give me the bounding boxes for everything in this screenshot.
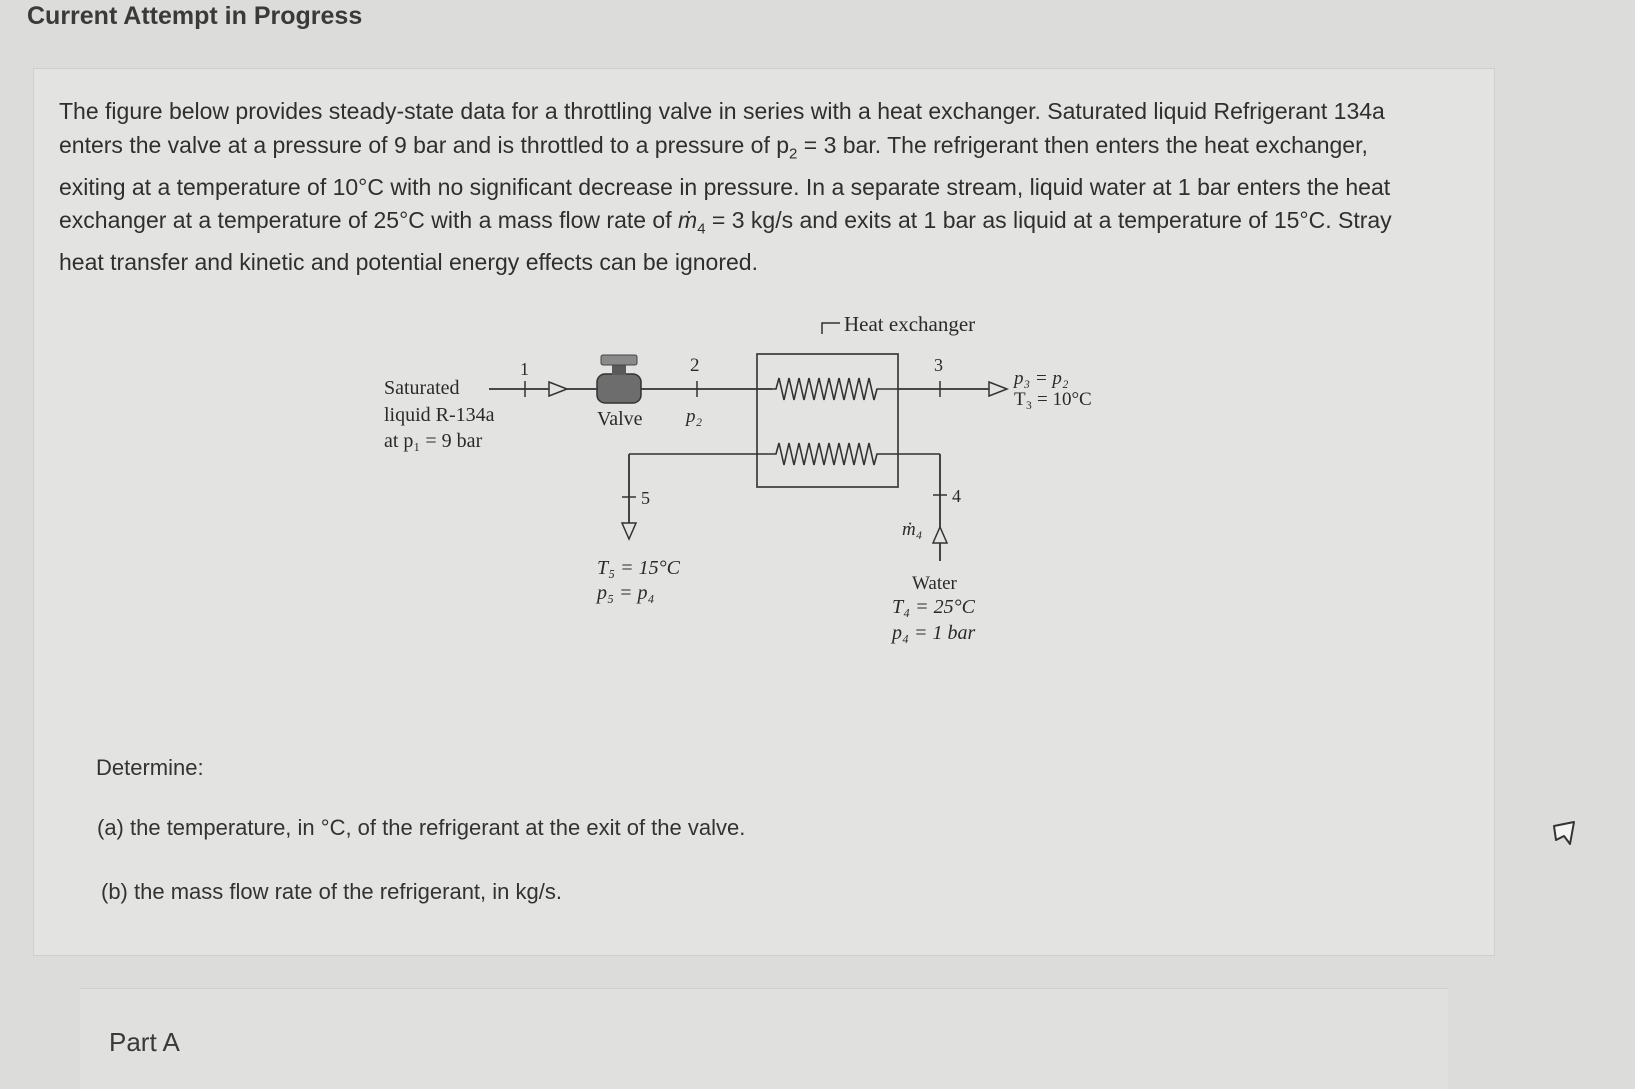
problem-line-2-text-b: = 3 bar. The refrigerant then enters the… (797, 131, 1368, 158)
state4-label: 4 (952, 486, 961, 506)
mdot-symbol: ṁ (678, 207, 698, 234)
problem-line-4-text-b: = 3 kg/s and exits at 1 bar as liquid at… (705, 207, 1392, 234)
determine-item-b: (b) the mass flow rate of the refrigeran… (101, 879, 562, 904)
problem-line-5: heat transfer and kinetic and potential … (59, 249, 758, 276)
hx-label: Heat exchanger (844, 312, 975, 336)
determine-item-a: (a) the temperature, in °C, of the refri… (97, 815, 746, 840)
water-inlet-arrow (931, 525, 949, 544)
state3-label: 3 (934, 355, 943, 375)
system-diagram: Heat exchanger Saturated liquid R-134a a… (384, 312, 1092, 644)
heat-exchanger-box (756, 353, 899, 488)
mdot-subscript: 4 (697, 220, 706, 238)
inlet-arrow (548, 380, 570, 398)
mouse-pointer-icon (1553, 821, 1575, 845)
problem-line-3: exiting at a temperature of 10°C with no… (59, 173, 1391, 200)
state2-label: 2 (690, 355, 700, 376)
part-a-label: Part A (109, 1027, 180, 1057)
valve-label: Valve (597, 408, 643, 430)
mdot4-label: ṁ₄ (902, 519, 922, 540)
problem-line-1: The figure below provides steady-state d… (59, 98, 1385, 124)
determine-heading: Determine: (96, 755, 204, 780)
exit3-line-2: T₃ = 10°C (1014, 389, 1092, 410)
inlet-label-1: Saturated (384, 377, 460, 399)
problem-statement: The figure below provides steady-state d… (59, 95, 1479, 280)
page-title: Current Attempt in Progress (27, 2, 363, 30)
problem-line-4: exchanger at a temperature of 25°C with … (59, 204, 1479, 246)
state5-line-1: T₅ = 15°C (597, 557, 681, 579)
problem-line-4-text: exchanger at a temperature of 25°C with … (59, 207, 679, 234)
water-line-3: p₄ = 1 bar (890, 622, 975, 644)
p2-label: p₂ (684, 406, 703, 427)
water-exit-arrow (620, 522, 638, 541)
inlet-label-2: liquid R-134a (384, 404, 495, 426)
question-panel: The figure below provides steady-state d… (33, 68, 1495, 956)
water-line-1: Water (912, 573, 958, 594)
exit3-arrow (988, 380, 1010, 398)
p2-subscript: 2 (789, 145, 798, 163)
state5-line-2: p₅ = p₄ (595, 582, 654, 604)
problem-line-2: enters the valve at a pressure of 9 bar … (59, 129, 1479, 171)
refrigerant-coil (772, 377, 898, 401)
water-coil (629, 442, 940, 466)
water-line-2: T₄ = 25°C (892, 596, 976, 618)
valve-icon (567, 354, 642, 404)
part-a-panel[interactable]: Part A (80, 988, 1448, 1089)
inlet-label-3: at p₁ = 9 bar (384, 430, 483, 452)
state5-label: 5 (641, 488, 650, 508)
problem-line-2-text: enters the valve at a pressure of 9 bar … (59, 131, 790, 158)
hx-label-bracket (821, 322, 840, 334)
state1-label: 1 (520, 359, 529, 379)
exit3-line-1: p₃ = p₂ (1012, 368, 1069, 389)
